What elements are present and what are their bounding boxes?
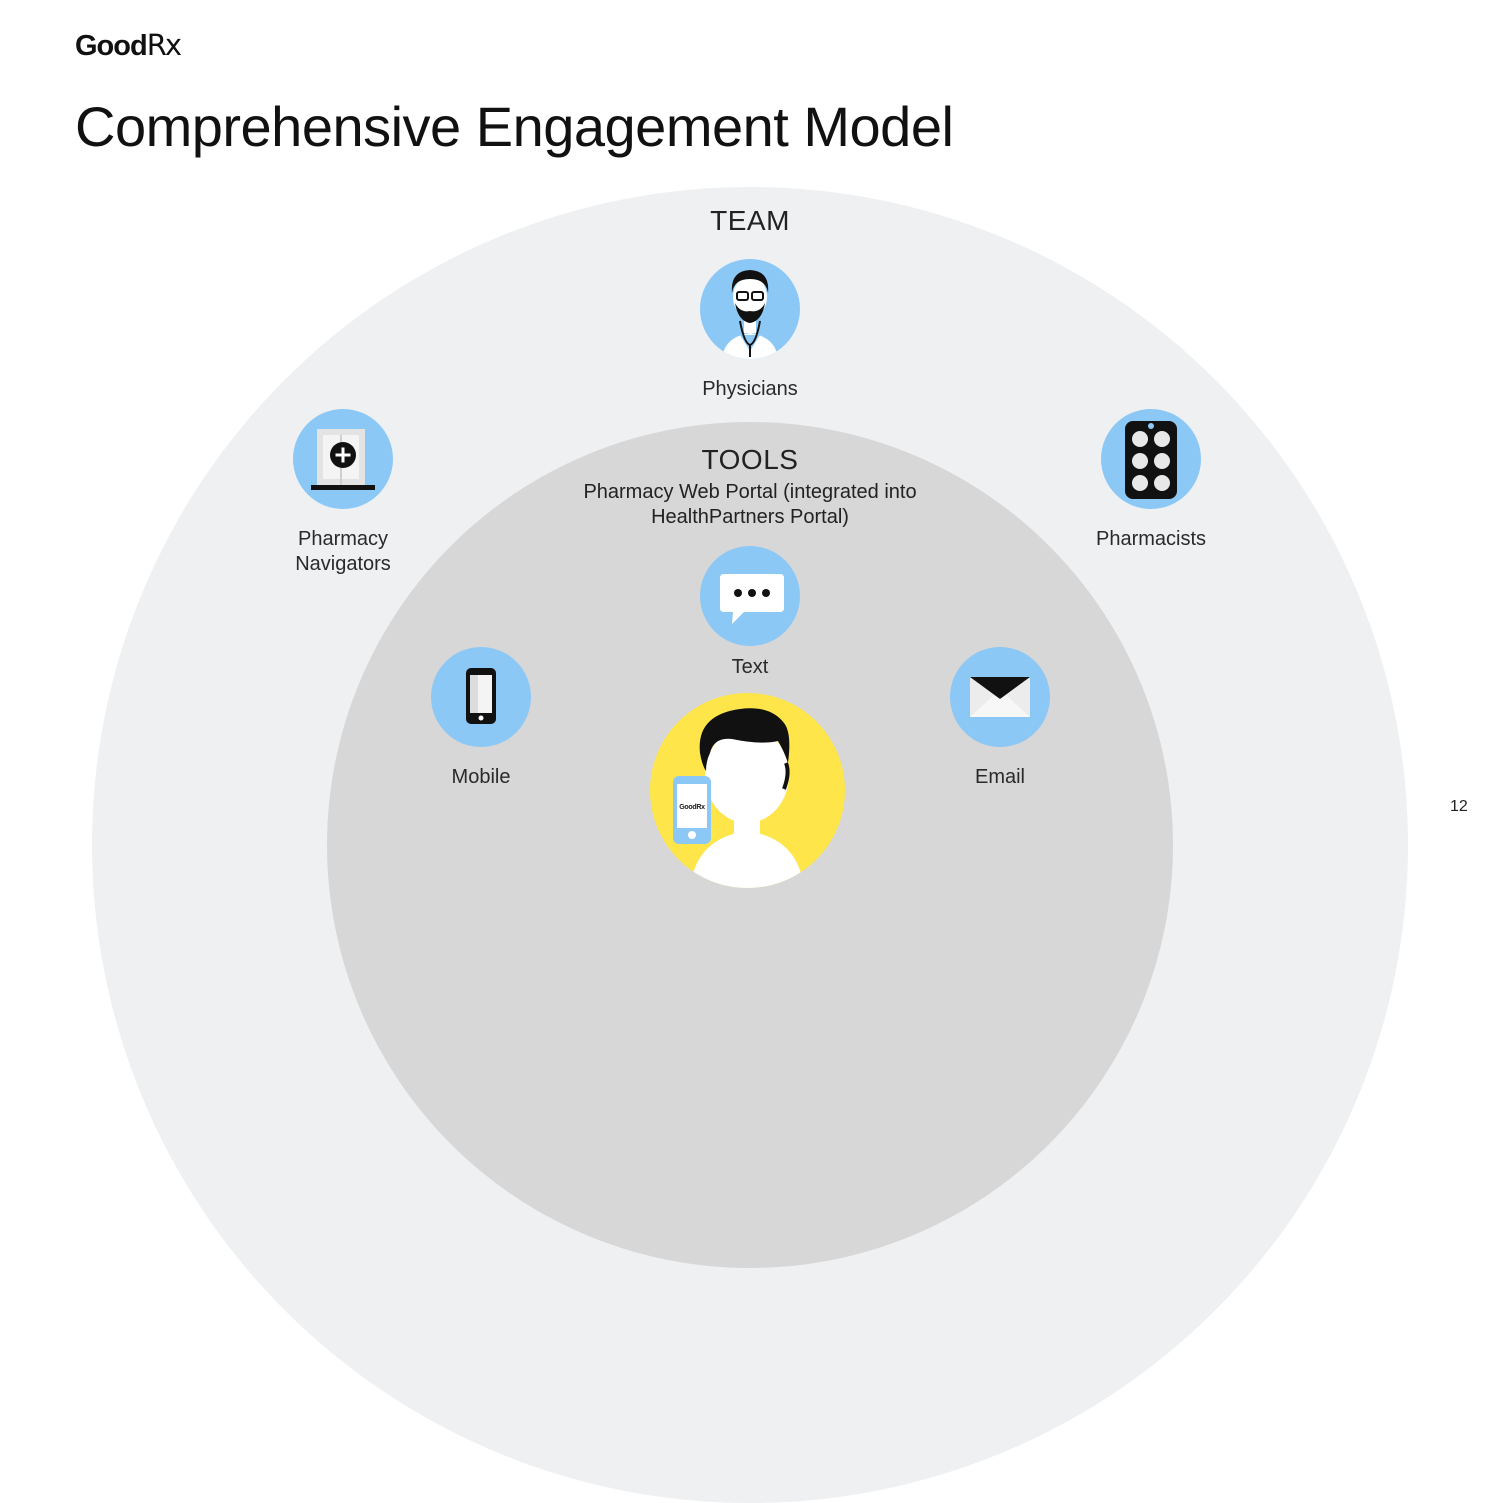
pill-pack-icon bbox=[1101, 409, 1201, 509]
email-label: Email bbox=[974, 766, 1025, 788]
physicians-label: Physicians bbox=[702, 378, 798, 400]
pharmacy-navigators-label: Pharmacy Navigators bbox=[223, 527, 463, 577]
goodrx-phone: GoodRx bbox=[673, 776, 711, 844]
physician-icon bbox=[700, 259, 800, 359]
mobile-label: Mobile bbox=[451, 766, 511, 788]
pharmacy-building-icon bbox=[293, 409, 393, 509]
tools-description-line2: HealthPartners Portal) bbox=[651, 506, 849, 528]
logo-word: Good bbox=[75, 30, 148, 62]
text-label: Text bbox=[731, 656, 769, 678]
phone-screen: GoodRx bbox=[677, 784, 707, 828]
team-heading: TEAM bbox=[710, 205, 790, 236]
logo-rx: Rx bbox=[146, 28, 182, 62]
pharmacists-label: Pharmacists bbox=[1095, 528, 1207, 550]
mobile-phone-icon bbox=[431, 647, 531, 747]
envelope-icon bbox=[950, 647, 1050, 747]
slide-title: Comprehensive Engagement Model bbox=[75, 95, 954, 158]
phone-screen-logo: GoodRx bbox=[679, 804, 705, 811]
chat-bubble-icon bbox=[700, 546, 800, 646]
tools-heading: TOOLS bbox=[701, 444, 799, 475]
pharmacy-navigators-text: Pharmacy Navigators bbox=[295, 528, 391, 575]
goodrx-logo: GoodRx bbox=[75, 28, 182, 63]
tools-description-line1: Pharmacy Web Portal (integrated into bbox=[583, 481, 917, 503]
page-number: 12 bbox=[1450, 798, 1468, 815]
phone-home-button bbox=[688, 831, 696, 839]
